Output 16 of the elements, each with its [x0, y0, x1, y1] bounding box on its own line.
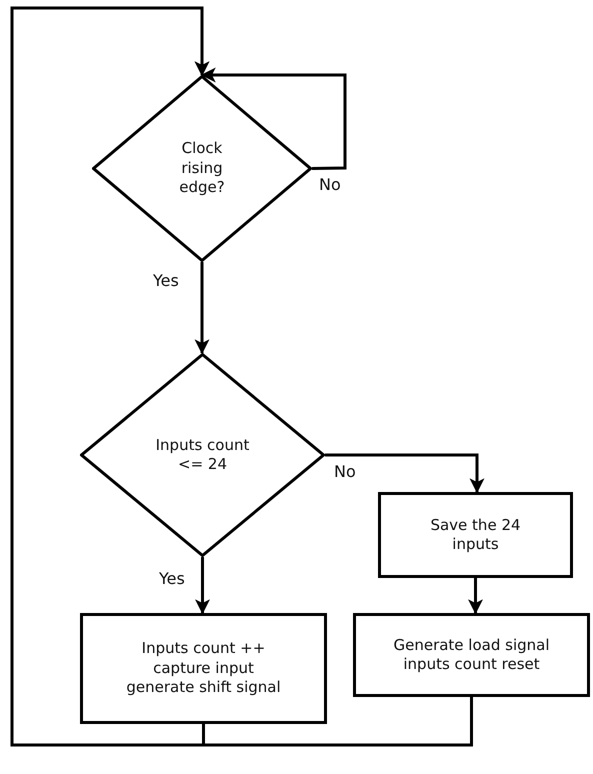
decision-text: Inputs count <= 24 [154, 436, 250, 474]
process-box [378, 492, 573, 578]
process-box [80, 613, 327, 724]
arrow [468, 578, 483, 614]
arrow [194, 262, 210, 354]
arrow [10, 6, 473, 746]
process-text: Inputs count ++ capture input generate shift signal [125, 639, 282, 698]
decision-diamond [80, 353, 325, 557]
process-text: Save the 24 inputs [429, 516, 522, 554]
arrow [325, 454, 484, 494]
decision-diamond [92, 75, 312, 262]
decision-text: Clock rising edge? [178, 139, 226, 198]
arrow [200, 68, 346, 170]
process-box [353, 613, 590, 697]
process-text: Generate load signal inputs count reset [392, 636, 551, 674]
arrow [195, 557, 210, 614]
